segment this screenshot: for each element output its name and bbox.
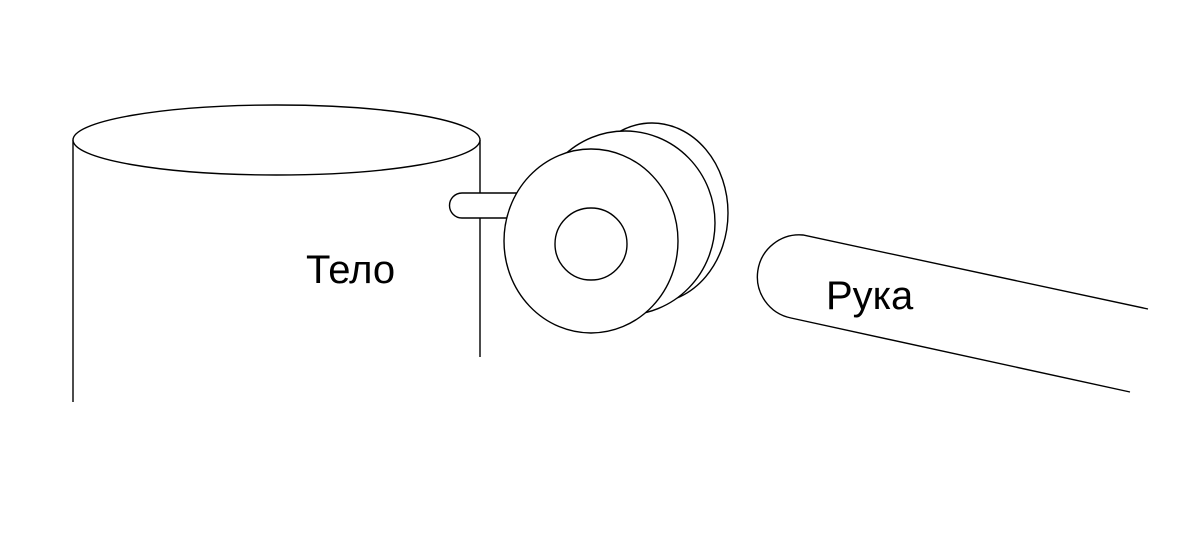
body-label: Тело (306, 248, 395, 292)
bearing-wheels (503, 122, 729, 334)
axle-shaft (448, 192, 520, 219)
arm-label: Рука (826, 274, 914, 318)
axle-shaft-outline (448, 192, 520, 219)
arm-rod (756, 234, 1149, 393)
body-top-ellipse (72, 104, 481, 176)
body-cylinder (72, 104, 481, 402)
arm-rod-outline (756, 234, 1149, 393)
wheel-hub (554, 207, 628, 281)
